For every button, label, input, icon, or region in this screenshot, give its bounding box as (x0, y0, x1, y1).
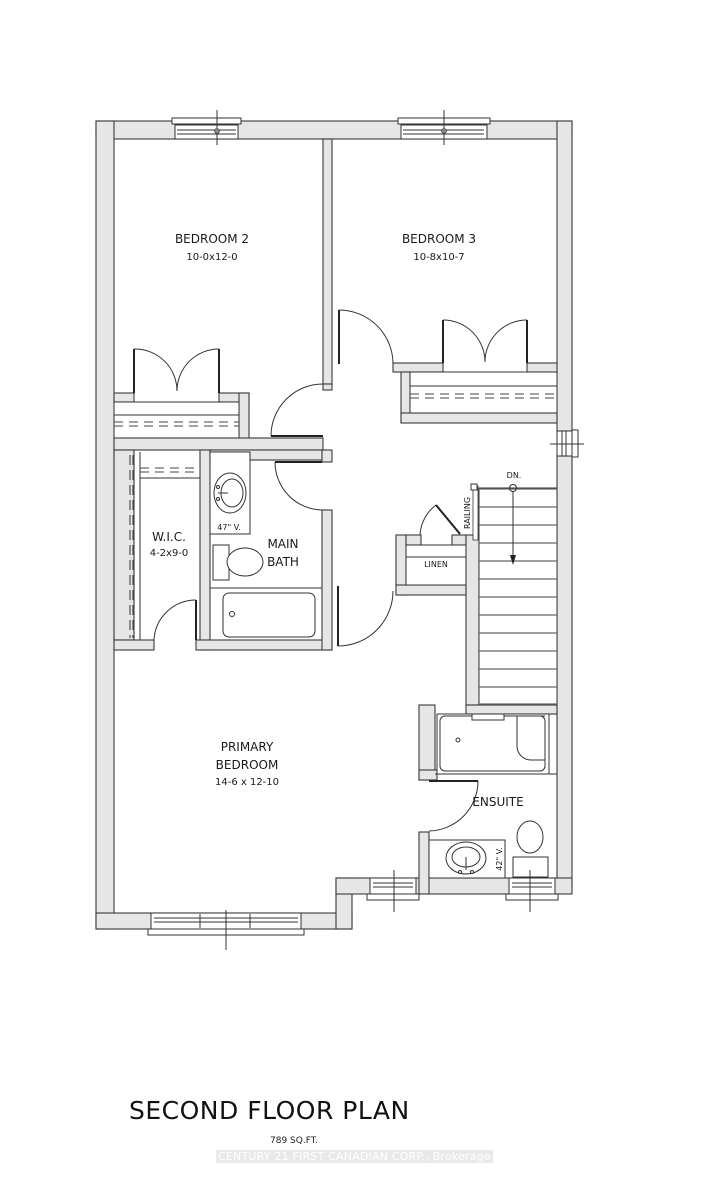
primary-bedroom-label-line2: BEDROOM (216, 758, 279, 772)
brokerage-watermark: CENTURY 21 FIRST CANADIAN CORP., Brokera… (216, 1150, 493, 1163)
ensuite-vanity-label: 42" V. (495, 847, 504, 870)
stairs-direction-label: DN. (507, 471, 522, 480)
wic-bath-walls (113, 449, 333, 651)
main-bath-label-line2: BATH (267, 555, 299, 569)
bedroom2-label: BEDROOM 2 (175, 232, 249, 246)
wic-size: 4-2x9-0 (150, 548, 189, 559)
stair-treads (479, 488, 557, 705)
primary-bedroom-label-line1: PRIMARY (221, 740, 274, 754)
window-bedroom3 (397, 110, 491, 145)
primary-bedroom-size: 14-6 x 12-10 (215, 777, 279, 788)
staircase (465, 483, 558, 715)
window-bedroom2 (171, 110, 242, 145)
door-primary-bedroom (337, 586, 394, 647)
door-bedroom2 (270, 383, 333, 437)
wic-label: W.I.C. (152, 530, 186, 544)
ensuite-walls (418, 704, 557, 895)
main-bath-label-line1: MAIN (267, 537, 298, 551)
window-hall (550, 429, 584, 458)
main-bath-vanity-label: 47" V. (217, 523, 240, 532)
plan-area: 789 SQ.FT. (270, 1136, 319, 1146)
window-ensuite-left (366, 870, 420, 912)
linen-closet (395, 504, 467, 596)
ensuite-label: ENSUITE (472, 795, 523, 809)
bedroom3-label: BEDROOM 3 (402, 232, 476, 246)
closet-bedroom2 (113, 348, 324, 451)
wall-bed2-bed3 (322, 138, 333, 385)
window-ensuite-right (505, 870, 559, 912)
door-bedroom3 (338, 309, 394, 365)
railing-label: RAILING (463, 497, 472, 529)
bedroom2-size: 10-0x12-0 (186, 252, 237, 263)
window-primary (147, 910, 305, 950)
main-bath-fixtures (209, 449, 333, 638)
linen-label: LINEN (424, 560, 448, 569)
bedroom3-size: 10-8x10-7 (413, 252, 464, 263)
closet-bedroom3 (392, 319, 558, 424)
plan-title: SECOND FLOOR PLAN (129, 1096, 410, 1125)
